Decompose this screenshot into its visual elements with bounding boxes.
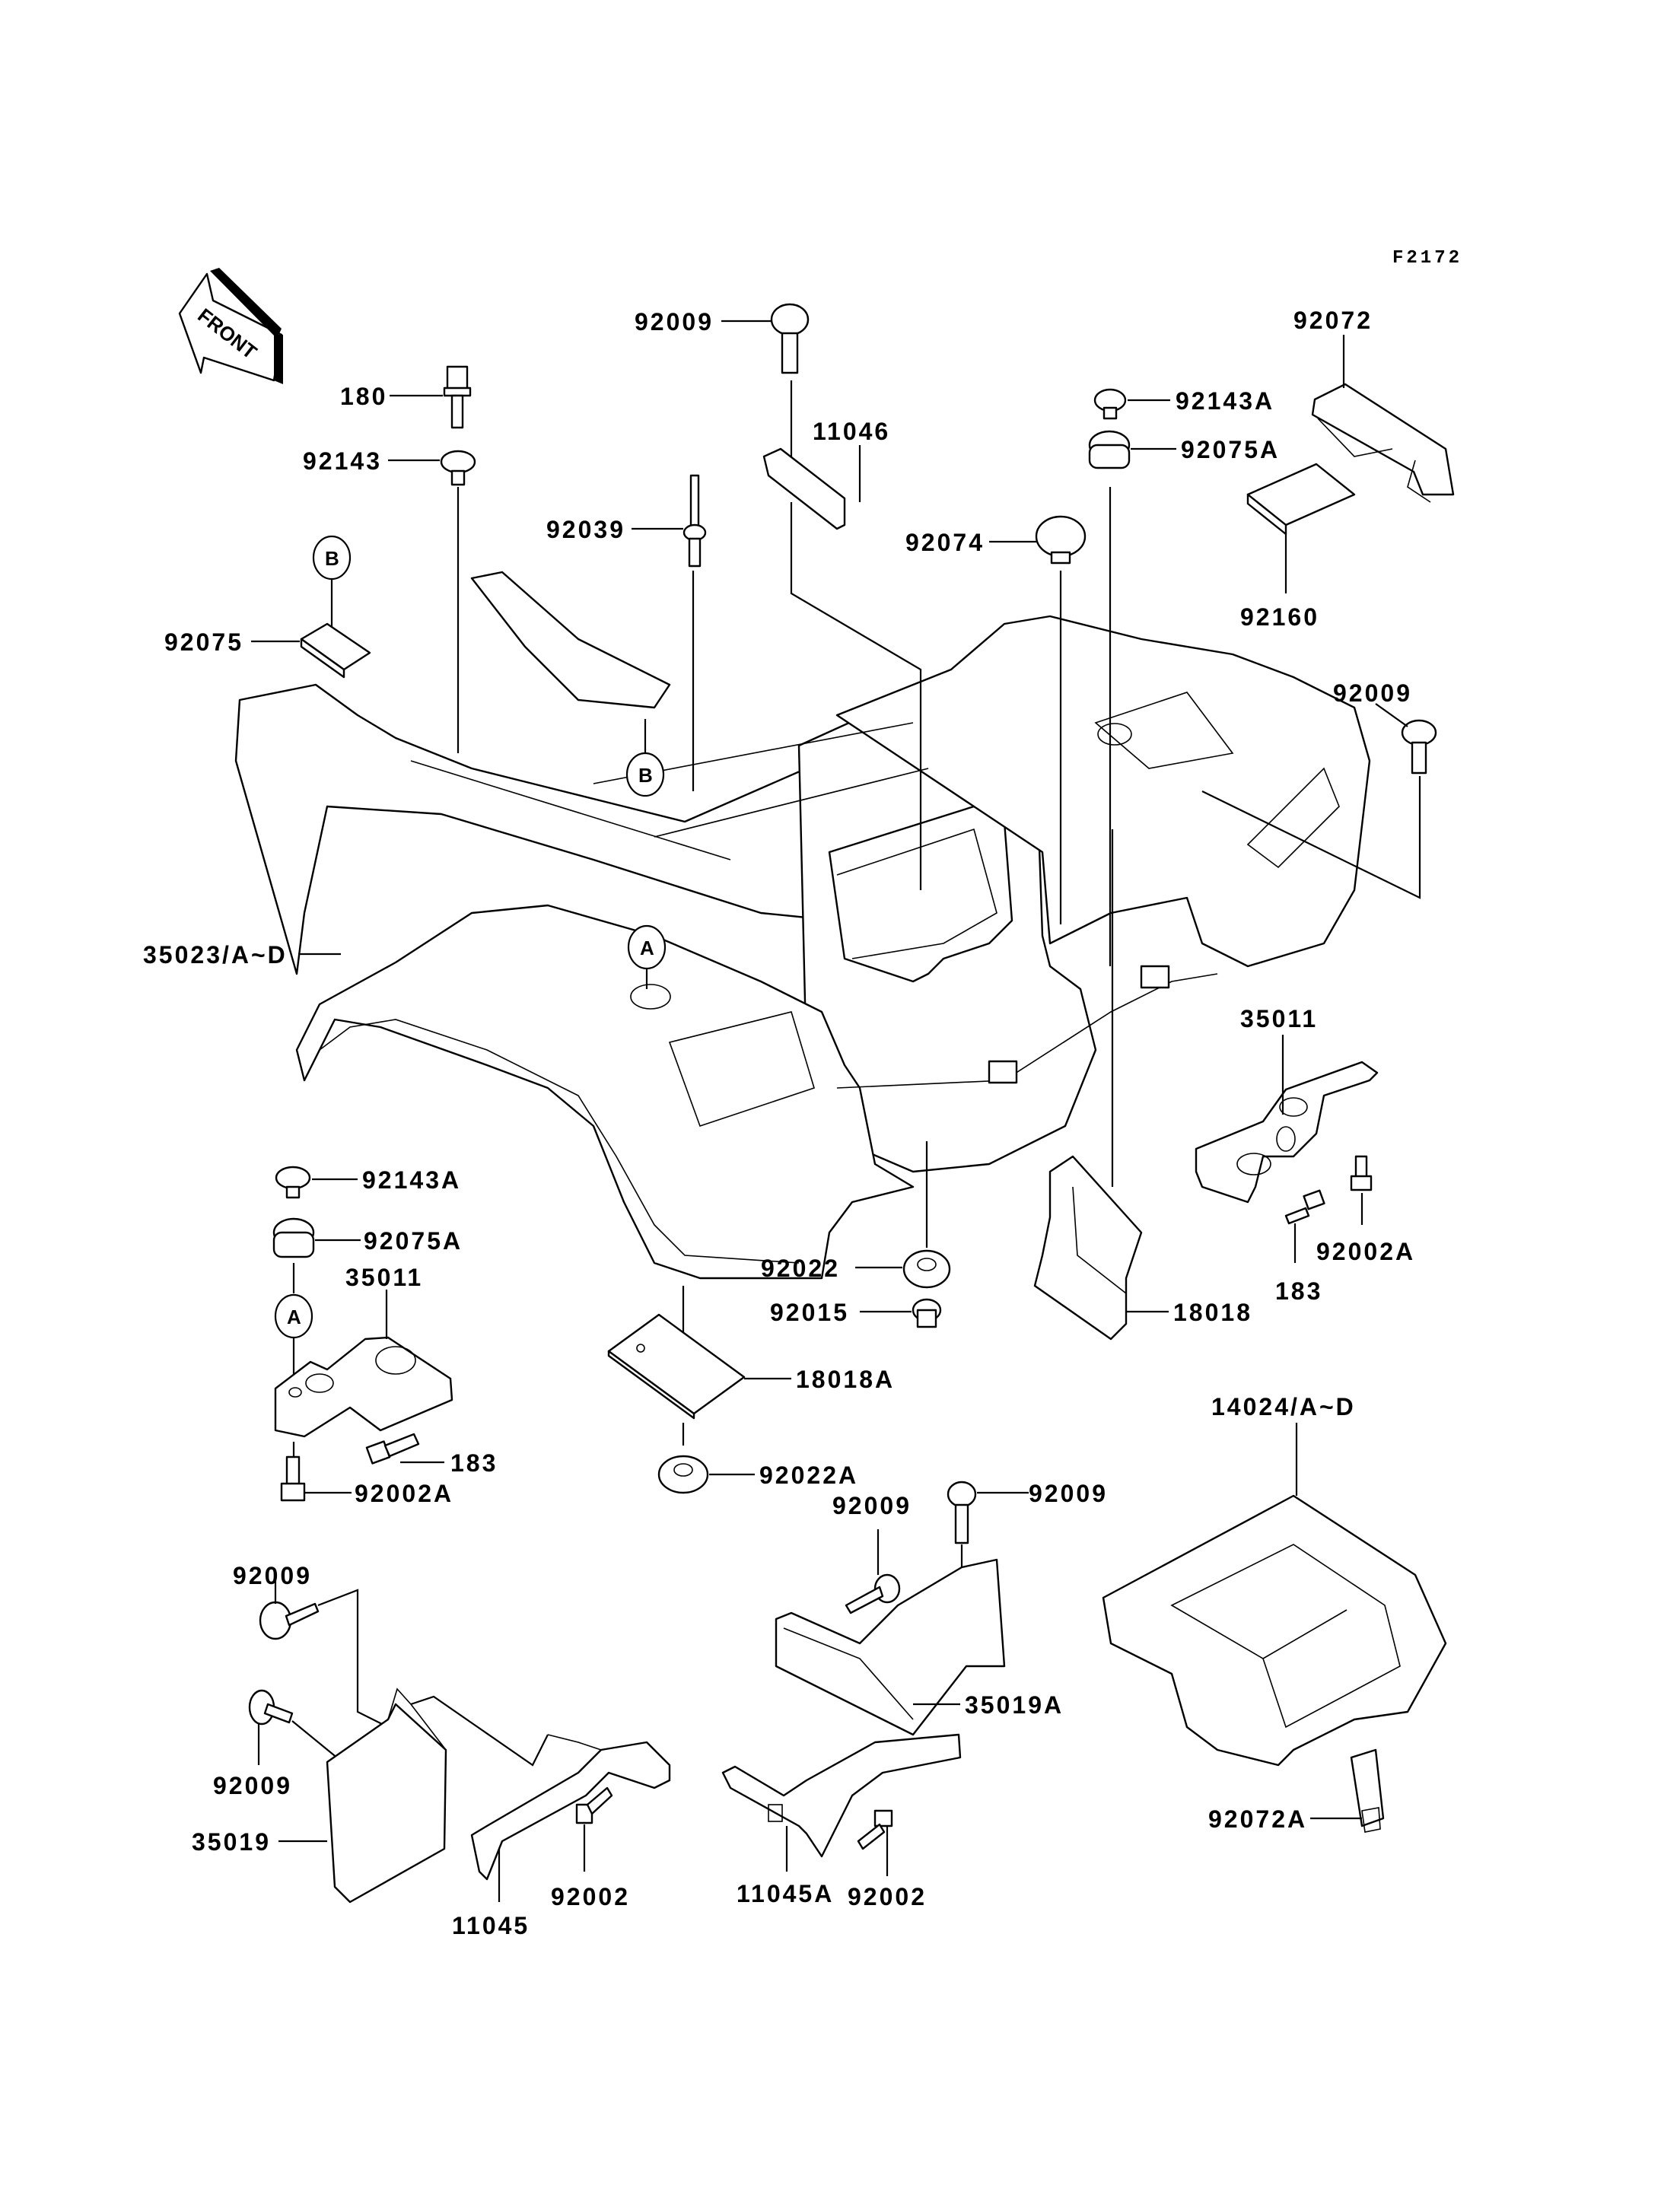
callout-35011-right: 35011 xyxy=(1240,1005,1318,1032)
part-92002A-right[interactable]: 92002A xyxy=(1316,1155,1415,1265)
callout-180: 180 xyxy=(340,383,387,410)
callout-183-left: 183 xyxy=(450,1449,498,1477)
callout-92009-right: 92009 xyxy=(1333,679,1412,707)
part-11045[interactable]: 11045 xyxy=(410,1695,671,1939)
part-18018[interactable]: 18018 xyxy=(1033,829,1252,1341)
svg-text:B: B xyxy=(638,764,653,787)
callout-92002-a: 92002 xyxy=(551,1883,630,1910)
part-11045A[interactable]: 11045A xyxy=(721,1733,962,1907)
figure-id: F2172 xyxy=(1392,248,1462,269)
callout-92075A-top: 92075A xyxy=(1181,436,1280,463)
callout-92009-mid-a: 92009 xyxy=(832,1492,912,1519)
callout-92009-low-b: 92009 xyxy=(213,1772,292,1799)
part-92075[interactable]: B 92075 xyxy=(164,535,371,679)
svg-text:B: B xyxy=(325,547,339,570)
callout-35023: 35023/A~D xyxy=(143,941,288,969)
part-18018A[interactable]: 18018A xyxy=(607,1286,895,1446)
callout-92009-mid-b: 92009 xyxy=(1029,1480,1108,1507)
part-92074[interactable]: 92074 xyxy=(905,515,1087,924)
callout-92002-b: 92002 xyxy=(848,1883,927,1910)
callout-92022A: 92022A xyxy=(759,1462,858,1489)
callout-92143: 92143 xyxy=(303,447,382,475)
rear-fender xyxy=(234,571,1371,1280)
callout-92075: 92075 xyxy=(164,628,243,656)
callout-92015: 92015 xyxy=(770,1299,849,1326)
callout-35019A: 35019A xyxy=(965,1691,1064,1719)
callout-92074: 92074 xyxy=(905,529,985,556)
callout-92022: 92022 xyxy=(761,1255,840,1282)
callout-92072A: 92072A xyxy=(1208,1805,1307,1833)
callout-35011-left: 35011 xyxy=(345,1264,423,1291)
ref-marker-a-fender: A xyxy=(627,924,667,989)
callout-183-right: 183 xyxy=(1275,1277,1322,1305)
part-35011-right[interactable]: 35011 xyxy=(1195,1005,1379,1204)
part-92009-low-a[interactable]: 92009 xyxy=(233,1562,389,1728)
part-35019[interactable]: 35019 xyxy=(192,1687,447,1904)
part-92009-mid-a[interactable]: 92009 xyxy=(832,1492,912,1614)
part-92075A-top[interactable]: 92075A xyxy=(1088,430,1280,966)
part-35011-left[interactable]: 35011 xyxy=(274,1264,453,1438)
part-35023[interactable]: 35023/A~D xyxy=(143,941,341,969)
part-92039[interactable]: 92039 xyxy=(546,474,707,791)
part-92022[interactable]: 92022 xyxy=(761,1141,951,1289)
part-14024[interactable]: 14024/A~D xyxy=(1102,1393,1447,1767)
front-arrow-icon: FRONT xyxy=(178,268,283,384)
ref-marker-b-fender: B xyxy=(625,719,665,797)
callout-18018: 18018 xyxy=(1173,1299,1252,1326)
part-92009-low-b[interactable]: 92009 xyxy=(213,1689,343,1799)
callout-18018A: 18018A xyxy=(796,1366,895,1393)
svg-text:A: A xyxy=(287,1306,301,1328)
part-92075A-left[interactable]: 92075A xyxy=(272,1217,463,1293)
callout-92160: 92160 xyxy=(1240,603,1319,631)
callout-92143A-left: 92143A xyxy=(362,1166,461,1194)
part-92072A[interactable]: 92072A xyxy=(1208,1748,1385,1833)
part-92002-b[interactable]: 92002 xyxy=(848,1809,927,1910)
part-92143A-left[interactable]: 92143A xyxy=(275,1166,461,1199)
part-180[interactable]: 180 xyxy=(340,365,472,429)
part-92015[interactable]: 92015 xyxy=(770,1298,942,1328)
callout-11045A: 11045A xyxy=(737,1880,834,1907)
callout-11046: 11046 xyxy=(813,418,890,445)
callout-92143A-top: 92143A xyxy=(1176,387,1274,415)
part-92009-mid-b[interactable]: 92009 xyxy=(947,1480,1108,1575)
part-92002A-left[interactable]: 92002A xyxy=(280,1442,453,1507)
callout-11045: 11045 xyxy=(452,1912,530,1939)
part-183-right[interactable]: 183 xyxy=(1275,1189,1325,1305)
callout-92002A-left: 92002A xyxy=(355,1480,453,1507)
callout-92009-top: 92009 xyxy=(635,308,714,336)
part-92009-right[interactable]: 92009 xyxy=(1201,679,1437,899)
part-92143A-top[interactable]: 92143A xyxy=(1093,387,1274,420)
part-92009-top[interactable]: 92009 xyxy=(635,303,810,472)
part-92002-a[interactable]: 92002 xyxy=(551,1786,630,1910)
part-92072[interactable]: 92072 xyxy=(1293,307,1455,503)
callout-92072: 92072 xyxy=(1293,307,1373,334)
part-11046[interactable]: 11046 xyxy=(762,418,922,890)
svg-text:A: A xyxy=(640,937,654,959)
callout-92009-low-a: 92009 xyxy=(233,1562,312,1589)
callout-92002A-right: 92002A xyxy=(1316,1238,1415,1265)
part-183-left[interactable]: 183 xyxy=(365,1433,498,1477)
callout-35019: 35019 xyxy=(192,1828,271,1856)
callout-14024: 14024/A~D xyxy=(1211,1393,1356,1420)
callout-92039: 92039 xyxy=(546,516,625,543)
callout-92075A-left: 92075A xyxy=(364,1227,463,1255)
part-92160[interactable]: 92160 xyxy=(1240,463,1356,631)
part-92022A[interactable]: 92022A xyxy=(657,1455,858,1494)
part-35019A[interactable]: 35019A xyxy=(775,1558,1064,1736)
part-92143[interactable]: 92143 xyxy=(303,447,476,753)
